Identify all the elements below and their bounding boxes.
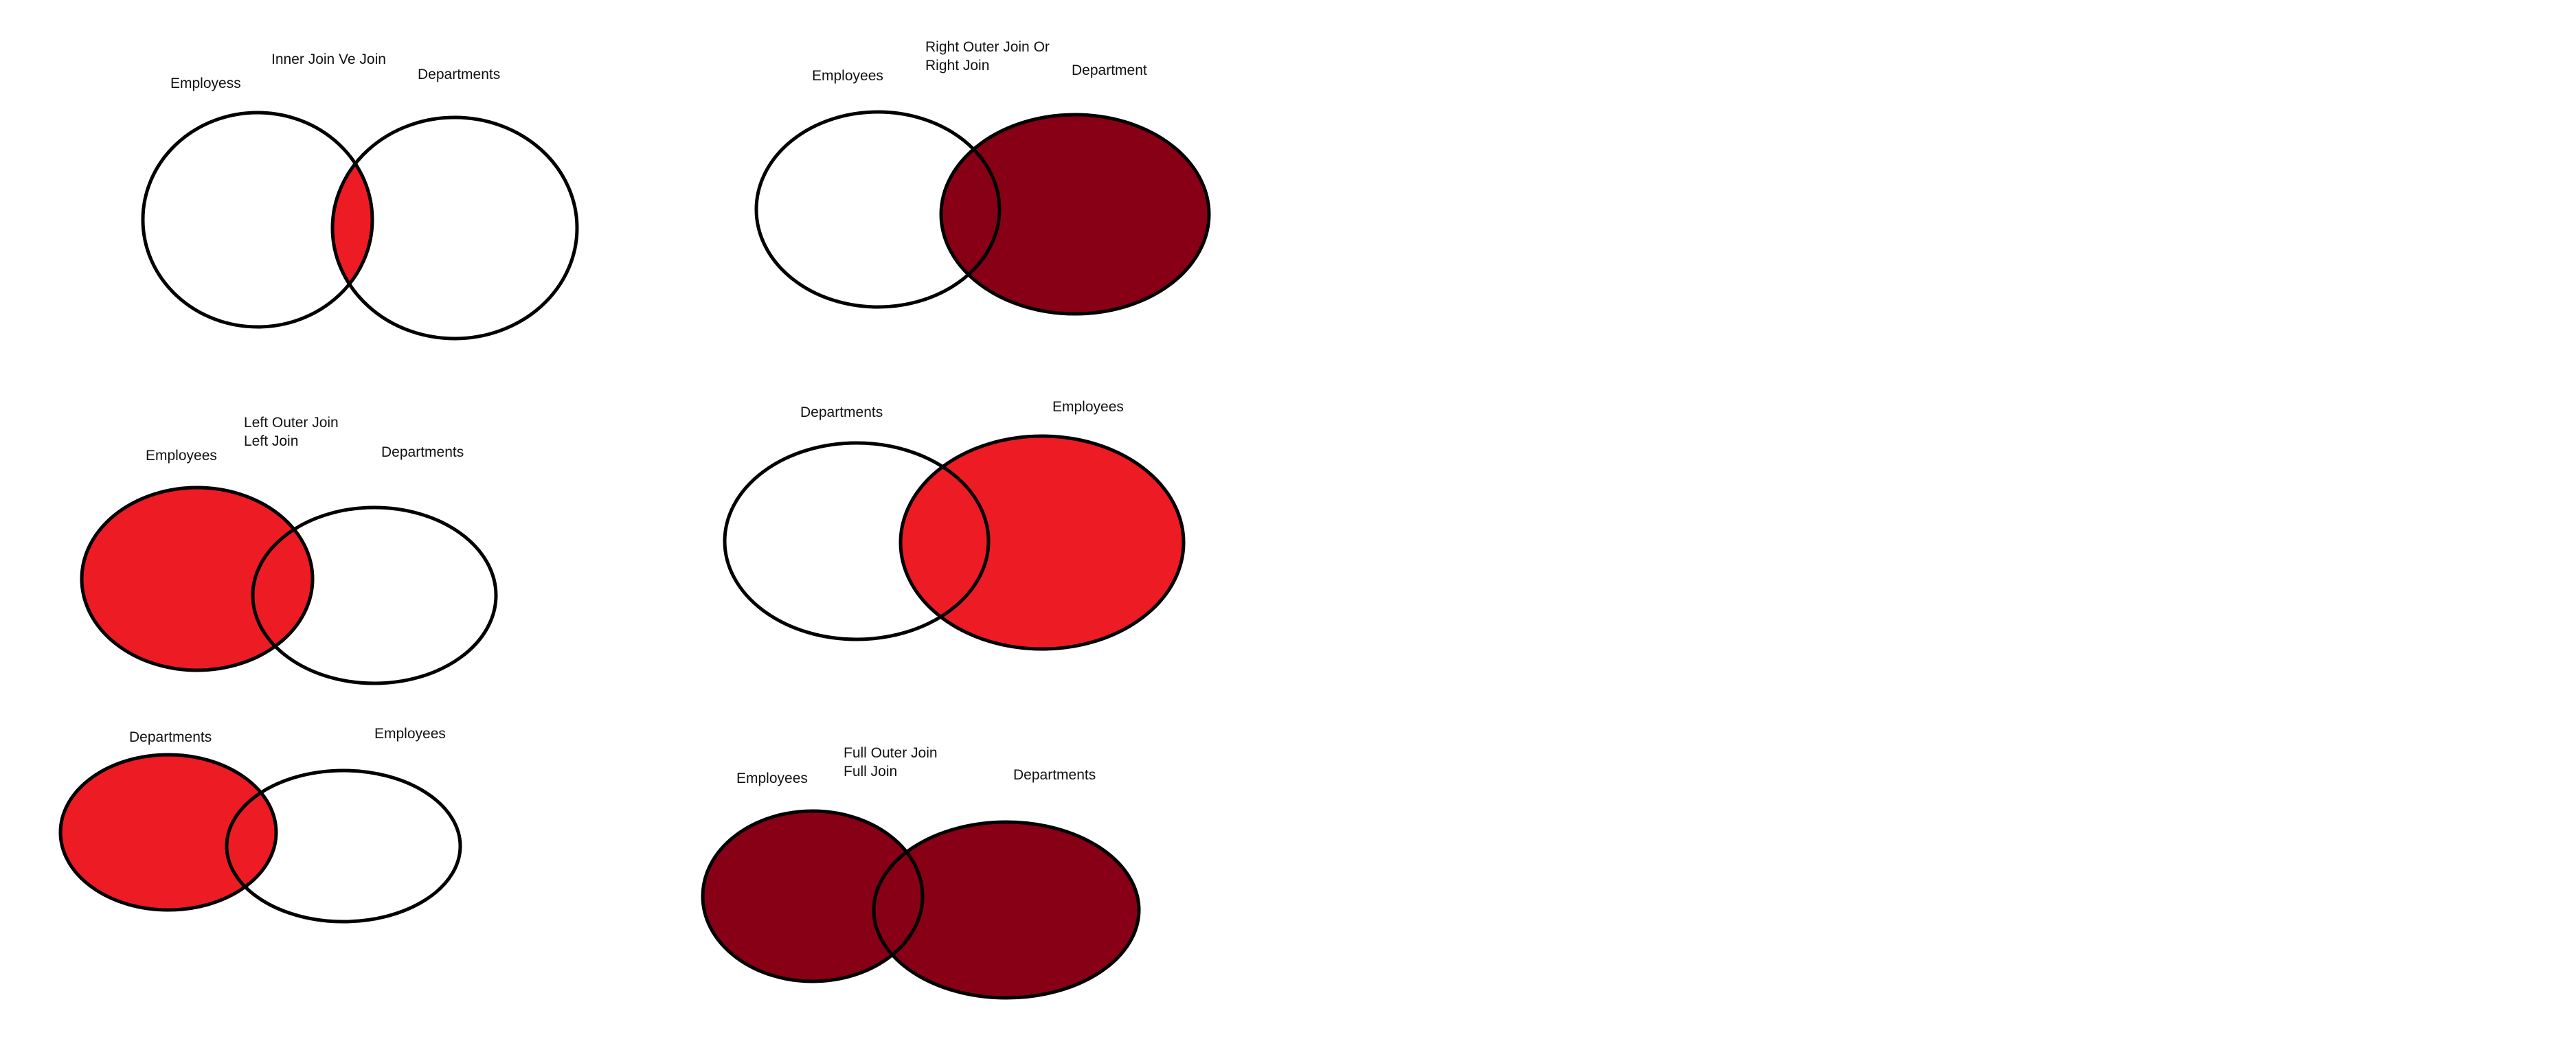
right-set-label: Departments <box>418 67 500 82</box>
inner-join-title: Inner Join Ve Join <box>271 52 386 67</box>
employees-circle-outline <box>899 434 1186 651</box>
departments-circle-outline <box>723 441 991 641</box>
left-outer-join-fill <box>82 488 313 670</box>
left-set-label: Employees <box>736 771 808 786</box>
full-outer-join-panel: Full Outer Join Full Join Employees Depa… <box>701 745 1141 1000</box>
left-join-swapped-fill <box>60 755 276 910</box>
right-set-label: Departments <box>381 444 464 460</box>
departments-circle-outline <box>251 505 498 685</box>
right-set-fill <box>901 436 1184 649</box>
departments-circle-outline <box>58 753 278 912</box>
employees-circle-outline <box>80 486 315 672</box>
right-set-fill <box>941 115 1209 314</box>
departments-circle-outline <box>872 820 1141 1000</box>
right-join-swapped-fill <box>901 436 1184 649</box>
employees-circle-outline <box>225 768 462 924</box>
left-set-fill <box>60 755 276 910</box>
left-set-label: Employess <box>170 76 241 91</box>
right-outer-join-fill <box>941 115 1209 314</box>
department-circle-outline <box>939 113 1211 316</box>
left-set-label: Employees <box>146 448 217 464</box>
left-join-swapped-panel: Departments Employees <box>58 726 462 924</box>
left-set-fill <box>82 488 313 670</box>
inner-join-panel: Inner Join Ve Join Employess Departments <box>141 52 579 341</box>
full-outer-join-fill <box>703 811 1139 998</box>
right-set-label: Departments <box>1013 767 1096 783</box>
right-set-label: Department <box>1072 62 1147 78</box>
right-set-label: Employees <box>1052 399 1124 415</box>
left-outer-join-title: Left Outer Join Left Join <box>244 415 343 449</box>
right-join-swapped-panel: Departments Employees <box>723 399 1186 651</box>
left-set-label: Departments <box>800 404 883 420</box>
full-outer-join-title: Full Outer Join Full Join <box>844 745 941 779</box>
left-outer-join-panel: Left Outer Join Left Join Employees Depa… <box>80 415 498 685</box>
left-set-label: Employees <box>812 68 883 84</box>
right-outer-join-panel: Right Outer Join Or Right Join Employees… <box>754 39 1211 316</box>
left-set-fill <box>703 811 923 981</box>
right-set-label: Employees <box>374 726 446 742</box>
employees-circle-outline <box>701 809 925 983</box>
left-set-label: Departments <box>129 729 212 745</box>
right-outer-join-title: Right Outer Join Or Right Join <box>925 39 1054 73</box>
employees-circle-outline <box>141 111 374 329</box>
departments-circle-outline <box>330 115 579 341</box>
right-set-fill <box>874 822 1139 998</box>
employees-circle-outline <box>754 110 1002 309</box>
